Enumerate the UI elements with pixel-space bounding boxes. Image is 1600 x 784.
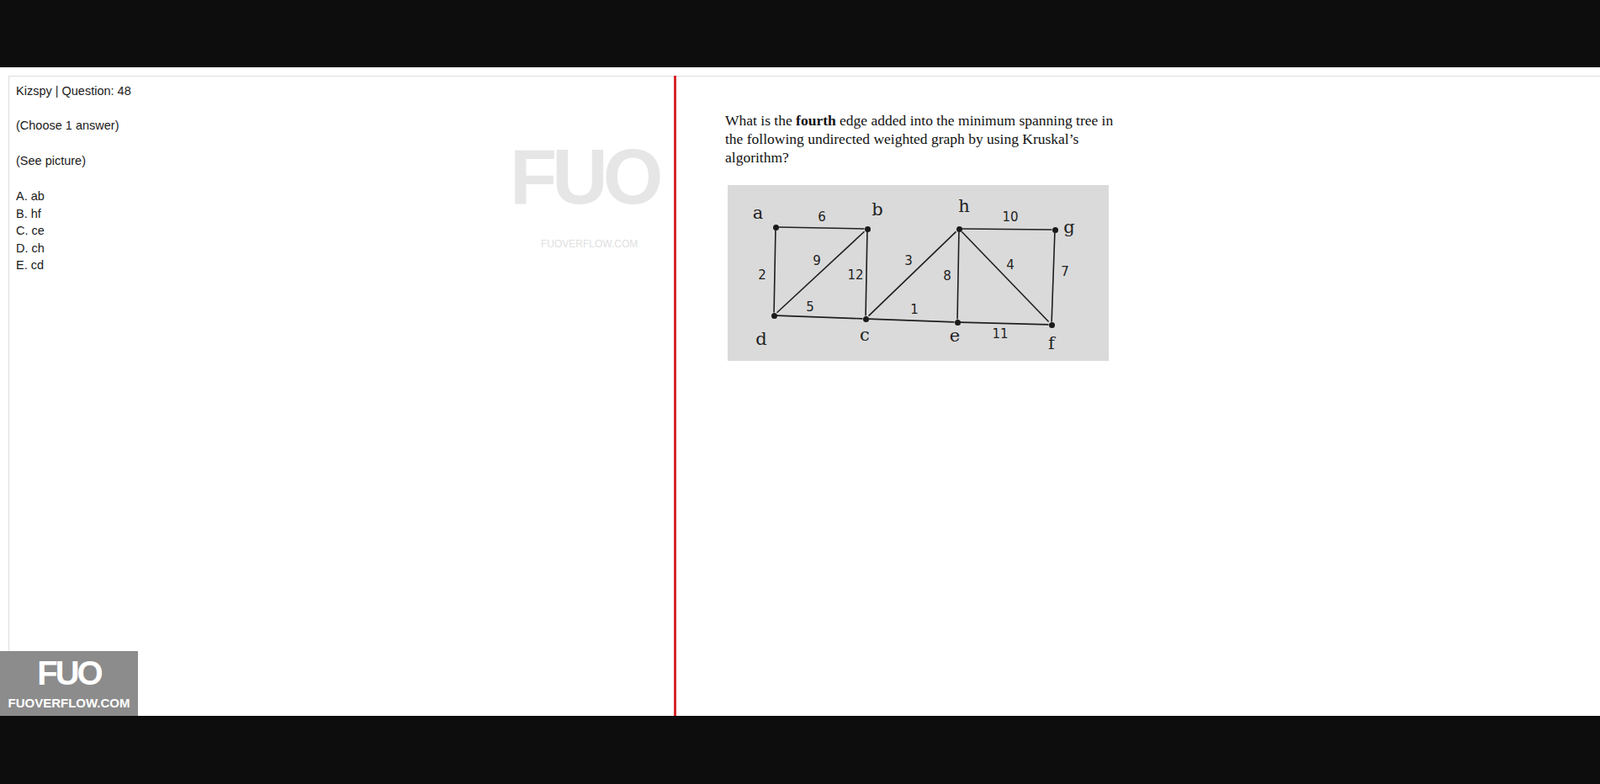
logo-text: FUO bbox=[0, 654, 138, 692]
graph-edge bbox=[868, 231, 957, 316]
edge-weight: 5 bbox=[805, 300, 816, 314]
edge-weight: 11 bbox=[990, 327, 1009, 341]
graph-edge bbox=[773, 230, 776, 313]
graph-vertex: d bbox=[771, 312, 778, 319]
vertex-name: g bbox=[1063, 217, 1075, 237]
graph-edge bbox=[777, 231, 865, 313]
graph-edge bbox=[960, 322, 1050, 325]
instruction-note: (Choose 1 answer) bbox=[15, 118, 120, 133]
graph-edge bbox=[778, 227, 865, 229]
question-header: Kizspy | Question: 48 bbox=[15, 84, 132, 99]
graph-vertex: c bbox=[863, 316, 869, 323]
watermark: FUOVERFLOW.COM bbox=[540, 238, 638, 250]
vertex-name: d bbox=[755, 329, 767, 349]
watermark: FUO bbox=[509, 134, 658, 219]
answer-option: A. ab bbox=[15, 189, 45, 204]
answer-option: C. ce bbox=[15, 223, 45, 239]
graph-vertex: h bbox=[956, 226, 963, 233]
question-text: What is thefourthedge added into the min… bbox=[725, 111, 1128, 167]
vertex-name: c bbox=[859, 325, 870, 345]
edge-weight: 7 bbox=[1059, 264, 1071, 279]
answer-option: B. hf bbox=[15, 206, 42, 222]
edge-weight: 4 bbox=[1005, 258, 1016, 272]
answer-option: E. cd bbox=[15, 258, 44, 273]
vertex-name: e bbox=[949, 326, 960, 345]
vertex-name: f bbox=[1048, 333, 1055, 353]
graph-edge bbox=[868, 318, 955, 323]
question-emphasis: fourth bbox=[795, 111, 837, 129]
edge-weight: 8 bbox=[942, 269, 953, 283]
bottom-bar bbox=[0, 715, 1600, 784]
vertex-name: b bbox=[871, 200, 883, 219]
instruction-note: (See picture) bbox=[15, 153, 86, 169]
edge-weight: 3 bbox=[903, 254, 914, 268]
divider-line bbox=[673, 75, 677, 716]
graph-vertex: e bbox=[954, 319, 961, 326]
graph-edge bbox=[961, 232, 1049, 323]
edge-weight: 1 bbox=[909, 302, 920, 317]
graph-picture: a b h g d c e f 6 2 9 12 5 3 1 8 10 4 7 11 bbox=[727, 185, 1109, 361]
edge-weight: 12 bbox=[846, 268, 864, 282]
graph-edge bbox=[1051, 233, 1055, 323]
vertex-name: h bbox=[958, 196, 970, 216]
vertex-name: a bbox=[752, 203, 764, 223]
graph-vertex: b bbox=[864, 226, 871, 233]
panel-frame bbox=[8, 75, 1600, 716]
graph-vertex: f bbox=[1049, 322, 1055, 329]
graph-vertex: g bbox=[1052, 227, 1059, 234]
graph-edge bbox=[957, 232, 959, 320]
edge-weight: 2 bbox=[757, 268, 768, 282]
top-bar bbox=[0, 0, 1600, 68]
logo-badge: FUO FUOVERFLOW.COM bbox=[0, 651, 138, 716]
edge-weight: 6 bbox=[816, 210, 827, 224]
graph-edge bbox=[777, 315, 864, 319]
edge-weight: 9 bbox=[811, 254, 822, 268]
graph-edge bbox=[865, 232, 868, 317]
logo-text: FUOVERFLOW.COM bbox=[0, 695, 138, 710]
graph-vertex: a bbox=[773, 224, 779, 231]
graph-edge bbox=[962, 227, 1053, 231]
edge-weight: 10 bbox=[1001, 210, 1019, 224]
question-text-part: What is the bbox=[725, 111, 793, 129]
answer-option: D. ch bbox=[15, 241, 45, 256]
